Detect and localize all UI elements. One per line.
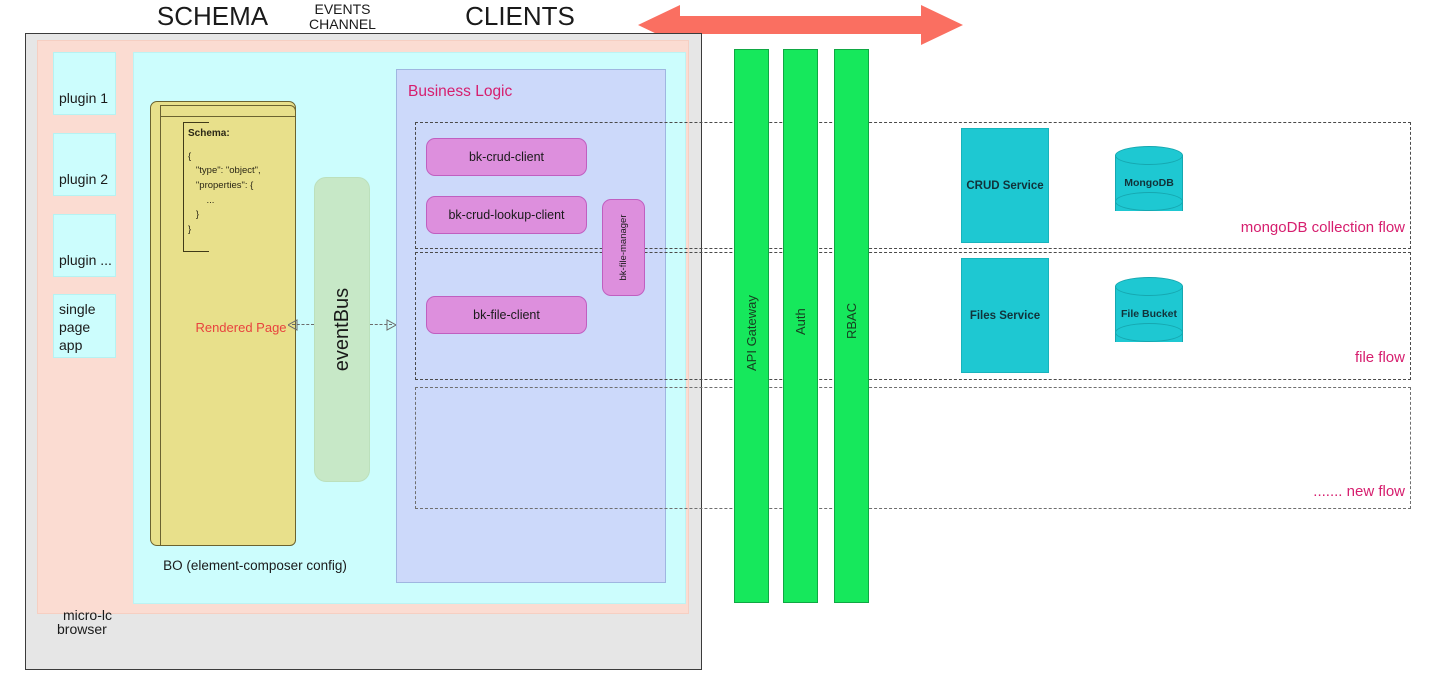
section-label-clients: CLIENTS (465, 1, 575, 31)
files-service-label: Files Service (969, 309, 1041, 322)
bo-note-divider (160, 116, 296, 117)
plugin-box-single-page-app[interactable]: single page app (53, 294, 116, 358)
plugin-label: plugin 1 (59, 90, 109, 107)
bk-crud-client-box[interactable]: bk-crud-client (426, 138, 587, 176)
bk-file-manager-box[interactable] (602, 199, 645, 296)
bk-crud-lookup-client-box[interactable]: bk-crud-lookup-client (426, 196, 587, 234)
schema-line-1: { (188, 150, 192, 162)
microlc-label: micro-lc (63, 607, 112, 623)
schema-line-6: } (188, 224, 192, 236)
rendered-page-label: Rendered Page (195, 320, 287, 335)
eventbus-arrowhead-left (286, 318, 298, 336)
api-gateway-bar[interactable] (734, 49, 769, 603)
bk-file-client-label: bk-file-client (473, 308, 540, 322)
file-bucket-label: File Bucket (1120, 308, 1178, 320)
file-bucket-cylinder[interactable]: File Bucket (1115, 277, 1183, 351)
schema-line-4: ... (188, 194, 215, 206)
schema-heading: Schema: (188, 128, 230, 139)
crud-service-label: CRUD Service (966, 179, 1044, 192)
mongodb-cylinder[interactable]: MongoDB (1115, 146, 1183, 220)
browser-label: browser (57, 621, 107, 637)
crud-service-box[interactable]: CRUD Service (961, 128, 1049, 243)
plugin-box-more[interactable]: plugin ... (53, 214, 116, 277)
cylinder-bottom (1115, 192, 1183, 211)
plugin-box-2[interactable]: plugin 2 (53, 133, 116, 196)
eventbus-box (314, 177, 370, 482)
schema-line-5: } (188, 209, 200, 221)
mongodb-label: MongoDB (1124, 177, 1174, 189)
flow-label-new: ....... new flow (1313, 483, 1405, 500)
bk-file-client-box[interactable]: bk-file-client (426, 296, 587, 334)
schema-line-3: "properties": { (188, 179, 254, 191)
bo-note (160, 105, 296, 546)
bo-caption: BO (element-composer config) (163, 558, 347, 573)
eventbus-arrowhead-right (386, 318, 398, 336)
flow-region-mongodb (415, 122, 1411, 249)
plugin-box-1[interactable]: plugin 1 (53, 52, 116, 115)
bk-crud-client-label: bk-crud-client (468, 150, 545, 164)
cylinder-bottom (1115, 323, 1183, 342)
plugin-label: plugin 2 (59, 171, 109, 188)
eventbus-connector-left (292, 324, 314, 325)
plugin-label: single page app (59, 301, 96, 353)
schema-line-2: "type": "object", (188, 165, 261, 177)
section-label-events-channel: EVENTS CHANNEL (309, 1, 376, 33)
flow-region-new (415, 387, 1411, 509)
flow-region-file (415, 252, 1411, 380)
files-service-box[interactable]: Files Service (961, 258, 1049, 373)
eventbus-connector-right (370, 324, 392, 325)
schema-bracket (183, 122, 209, 252)
eventbus-label: eventBus (330, 287, 353, 372)
bk-crud-lookup-client-label: bk-crud-lookup-client (448, 208, 565, 222)
section-label-schema: SCHEMA (156, 1, 269, 31)
bidirectional-arrow-icon (638, 4, 963, 46)
auth-bar[interactable] (783, 49, 818, 603)
plugin-label: plugin ... (59, 252, 112, 269)
business-logic-title: Business Logic (408, 83, 513, 100)
flow-label-mongodb: mongoDB collection flow (1240, 219, 1405, 236)
rbac-bar[interactable] (834, 49, 869, 603)
cylinder-top (1115, 146, 1183, 165)
flow-label-file: file flow (1354, 349, 1405, 366)
cylinder-top (1115, 277, 1183, 296)
schema-code-block: Schema: { "type": "object", "properties"… (188, 126, 298, 238)
